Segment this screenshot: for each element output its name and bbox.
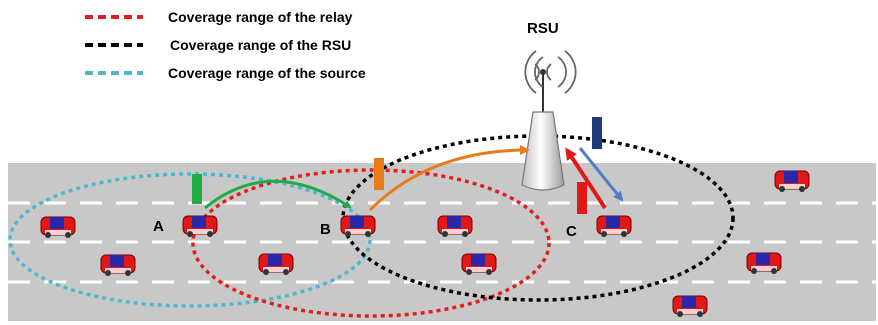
car-a-icon [182, 215, 218, 238]
node-b-label: B [320, 221, 331, 238]
legend-item-rsu: Coverage range of the RSU [85, 37, 351, 53]
orange-packet-marker [374, 158, 384, 190]
c-to-rsu-arrow [565, 147, 607, 210]
car-icon [774, 170, 810, 193]
road [8, 163, 876, 321]
car-c-icon [596, 215, 632, 238]
rsu-label: RSU [527, 20, 559, 37]
legend-item-source: Coverage range of the source [85, 65, 366, 81]
relay-to-rsu-arrow [368, 145, 530, 212]
source-coverage-ellipse [8, 172, 372, 308]
car-icon [437, 215, 473, 238]
navy-packet-marker [592, 117, 602, 149]
signal-waves-icon [524, 50, 577, 94]
rsu-antenna-tip [540, 69, 546, 75]
red-packet-marker [577, 182, 587, 214]
rsu-coverage-ellipse [341, 134, 735, 302]
car-icon [461, 253, 497, 276]
car-icon [672, 295, 708, 318]
rsu-to-c-arrow [578, 147, 624, 202]
rsu-body [521, 111, 565, 191]
node-a-label: A [153, 218, 164, 235]
car-icon [100, 254, 136, 277]
car-icon [40, 216, 76, 239]
legend: Coverage range of the relay Coverage ran… [85, 9, 366, 81]
relay-coverage-ellipse [191, 168, 551, 318]
rsu-tower [521, 50, 577, 191]
legend-label-source: Coverage range of the source [168, 65, 366, 81]
legend-label-rsu: Coverage range of the RSU [170, 37, 351, 53]
green-packet-marker [192, 174, 202, 204]
car-icon [746, 252, 782, 275]
legend-item-relay: Coverage range of the relay [85, 9, 353, 25]
node-c-label: C [566, 223, 577, 240]
source-to-relay-arrow [204, 179, 352, 210]
car-b-icon [340, 215, 376, 238]
car-icon [258, 253, 294, 276]
legend-label-relay: Coverage range of the relay [168, 9, 353, 25]
